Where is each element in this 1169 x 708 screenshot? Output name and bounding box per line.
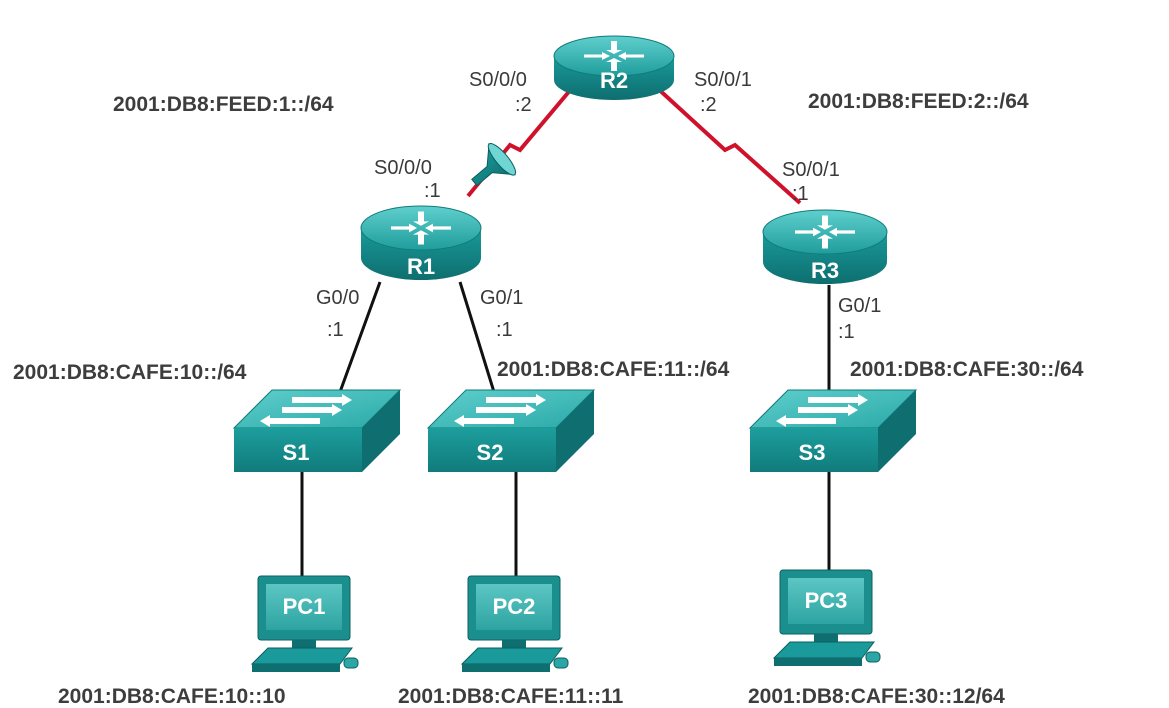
network-label-r3-lan: 2001:DB8:CAFE:30::/64	[850, 358, 1084, 381]
dce-clock-icon	[471, 142, 517, 187]
interface-host-r2-s000: :2	[515, 94, 532, 116]
router-label-r2: R2	[600, 68, 628, 93]
switch-icon[interactable]: S1	[232, 389, 402, 472]
host-address-pc2: 2001:DB8:CAFE:11::11	[398, 685, 624, 708]
switch-icon[interactable]: S3	[748, 389, 918, 472]
interface-label-r2-s001: S0/0/1	[694, 69, 752, 91]
host-address-pc3: 2001:DB8:CAFE:30::12/64	[748, 685, 1005, 708]
interface-label-r1-g00: G0/0	[316, 287, 359, 309]
ethernet-link-r1-s2	[458, 281, 496, 393]
router-label-r3: R3	[811, 258, 839, 283]
pc-icon[interactable]: PC1	[250, 575, 359, 672]
network-label-r1-lan0: 2001:DB8:CAFE:10::/64	[13, 361, 247, 384]
interface-label-r1-s000: S0/0/0	[374, 157, 432, 179]
pc-label-pc2: PC2	[493, 594, 536, 619]
pc-label-pc3: PC3	[805, 588, 848, 613]
interface-label-r2-s000: S0/0/0	[469, 69, 527, 91]
interface-label-r1-g01: G0/1	[480, 287, 523, 309]
network-label-r1-r2: 2001:DB8:FEED:1::/64	[113, 93, 334, 116]
host-address-pc1: 2001:DB8:CAFE:10::10	[58, 685, 286, 708]
switch-label-s1: S1	[283, 440, 310, 465]
router-icon[interactable]: R3	[762, 209, 888, 284]
switch-label-s2: S2	[477, 440, 504, 465]
router-icon[interactable]: R2	[553, 35, 675, 100]
interface-host-r2-s001: :2	[700, 94, 717, 116]
pc-icon[interactable]: PC3	[772, 569, 881, 666]
interface-label-r3-s001: S0/0/1	[782, 159, 840, 181]
interface-host-r3-s001: :1	[792, 183, 809, 205]
pc-label-pc1: PC1	[283, 594, 326, 619]
router-icon[interactable]: R1	[360, 205, 482, 280]
interface-host-r1-g01: :1	[496, 319, 513, 341]
switch-icon[interactable]: S2	[426, 389, 596, 472]
interface-label-r3-g01: G0/1	[838, 295, 881, 317]
serial-link-r2-r3	[653, 84, 802, 205]
pc-icon[interactable]: PC2	[460, 575, 569, 672]
network-label-r2-r3: 2001:DB8:FEED:2::/64	[808, 90, 1029, 113]
switch-label-s3: S3	[799, 440, 826, 465]
interface-host-r1-g00: :1	[327, 319, 344, 341]
interface-host-r3-g01: :1	[838, 321, 855, 343]
interface-host-r1-s000: :1	[424, 180, 441, 202]
ethernet-link-r1-s1	[338, 281, 382, 393]
router-label-r1: R1	[407, 254, 435, 279]
network-label-r1-lan1: 2001:DB8:CAFE:11::/64	[497, 358, 730, 381]
